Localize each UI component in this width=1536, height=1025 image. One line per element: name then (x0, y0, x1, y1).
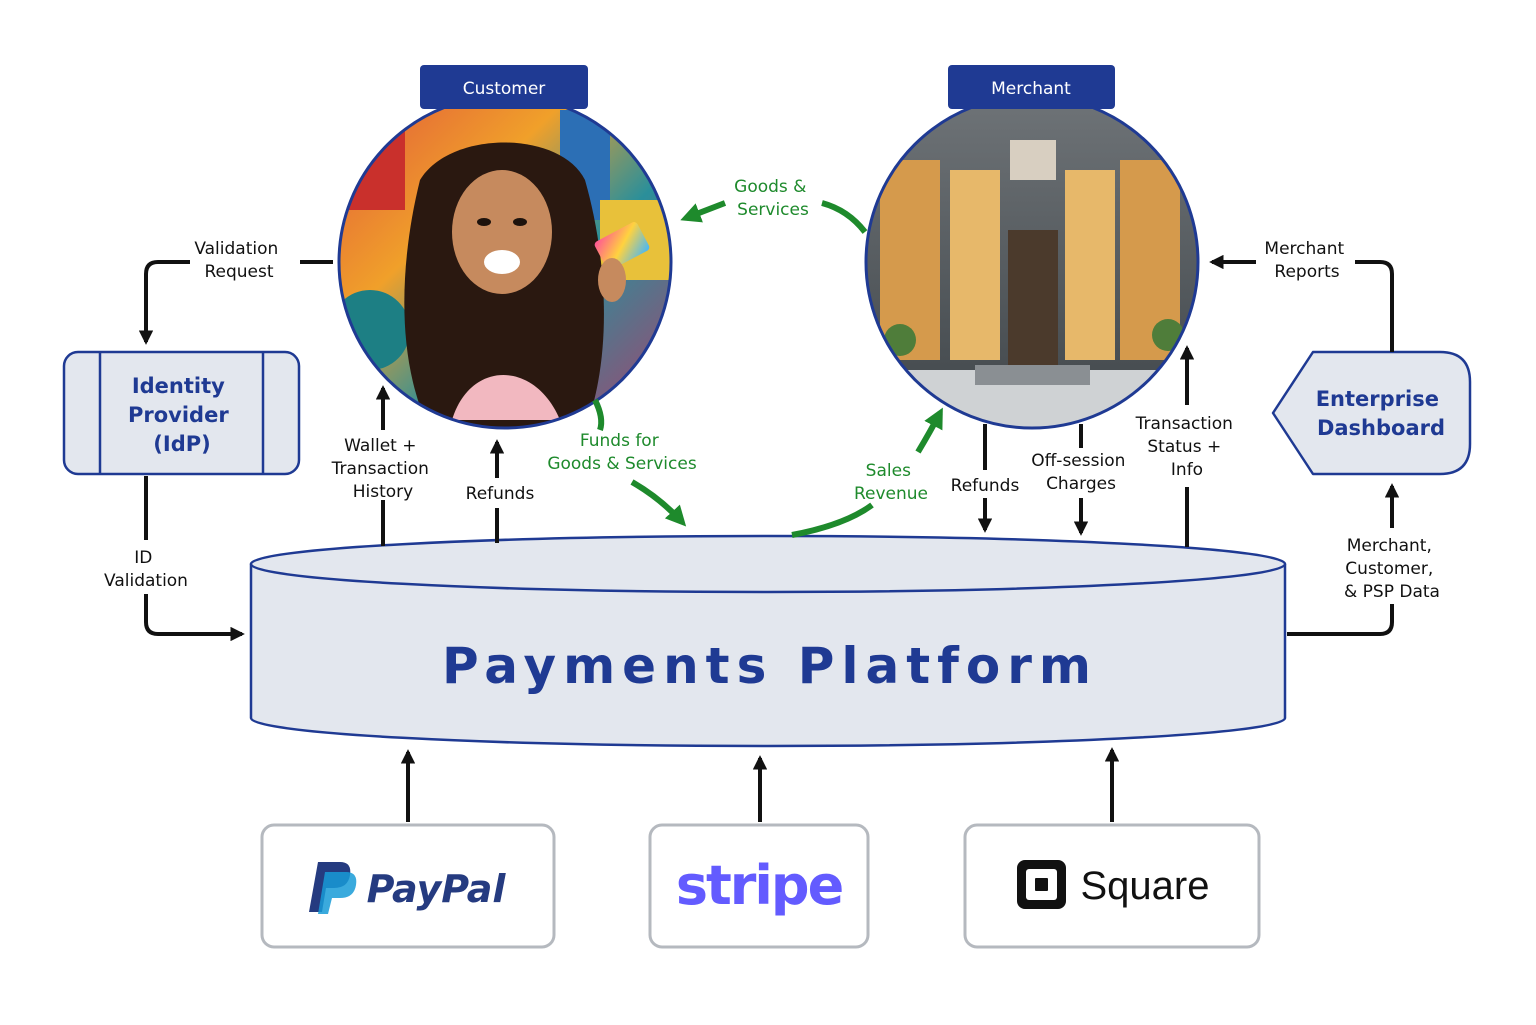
payments-platform-cylinder: Payments Platform (249, 534, 1287, 748)
identity-provider-box: Identity Provider (IdP) (62, 350, 301, 476)
stripe-wordmark: stripe (676, 854, 843, 917)
customer-photo (339, 96, 671, 428)
merchant-storefront-photo (866, 96, 1198, 428)
funds-arrow (630, 479, 687, 527)
funds-label: Funds for Goods & Services (547, 431, 697, 474)
square-card: Square (963, 823, 1261, 949)
payments-platform-title: Payments Platform (442, 637, 1098, 695)
enterprise-dashboard-title: Enterprise Dashboard (1316, 387, 1447, 440)
paypal-logo-icon (309, 862, 357, 914)
goods-services-label: Goods & Services (734, 177, 812, 220)
square-logo-icon (1017, 860, 1066, 909)
transaction-status-label: Transaction Status + Info (1135, 414, 1239, 480)
square-wordmark: Square (1081, 864, 1210, 908)
black-flow-arrows (138, 254, 1400, 822)
merchant-reports-label: Merchant Reports (1264, 239, 1349, 282)
id-validation-label: ID Validation (104, 548, 188, 591)
sales-revenue-label: Sales Revenue (854, 461, 928, 504)
off-session-label: Off-session Charges (1031, 451, 1131, 494)
stripe-card: stripe (648, 823, 870, 949)
dashboard-data-label: Merchant, Customer, & PSP Data (1344, 536, 1440, 602)
paypal-wordmark: PayPal (367, 867, 507, 911)
merchant-node: Merchant (864, 65, 1200, 430)
paypal-card: PayPal (260, 823, 556, 949)
validation-request-arrow (138, 260, 190, 345)
identity-provider-title: Identity Provider (IdP) (128, 374, 236, 456)
customer-node: Customer (337, 65, 673, 430)
validation-request-label: Validation Request (194, 239, 283, 282)
merchant-tag-label: Merchant (991, 79, 1071, 99)
customer-tag (420, 65, 588, 109)
goods-services-arrow (680, 200, 727, 223)
id-validation-arrow (144, 594, 245, 642)
merchant-tag (948, 65, 1115, 109)
wallet-history-label: Wallet + Transaction History (331, 436, 435, 502)
green-flow-arrows (592, 200, 943, 538)
merchant-refunds-label: Refunds (951, 476, 1020, 496)
enterprise-dashboard-box: Enterprise Dashboard (1271, 350, 1472, 476)
customer-refunds-label: Refunds (466, 484, 535, 504)
customer-tag-label: Customer (463, 79, 546, 99)
sales-revenue-arrow (915, 407, 943, 454)
